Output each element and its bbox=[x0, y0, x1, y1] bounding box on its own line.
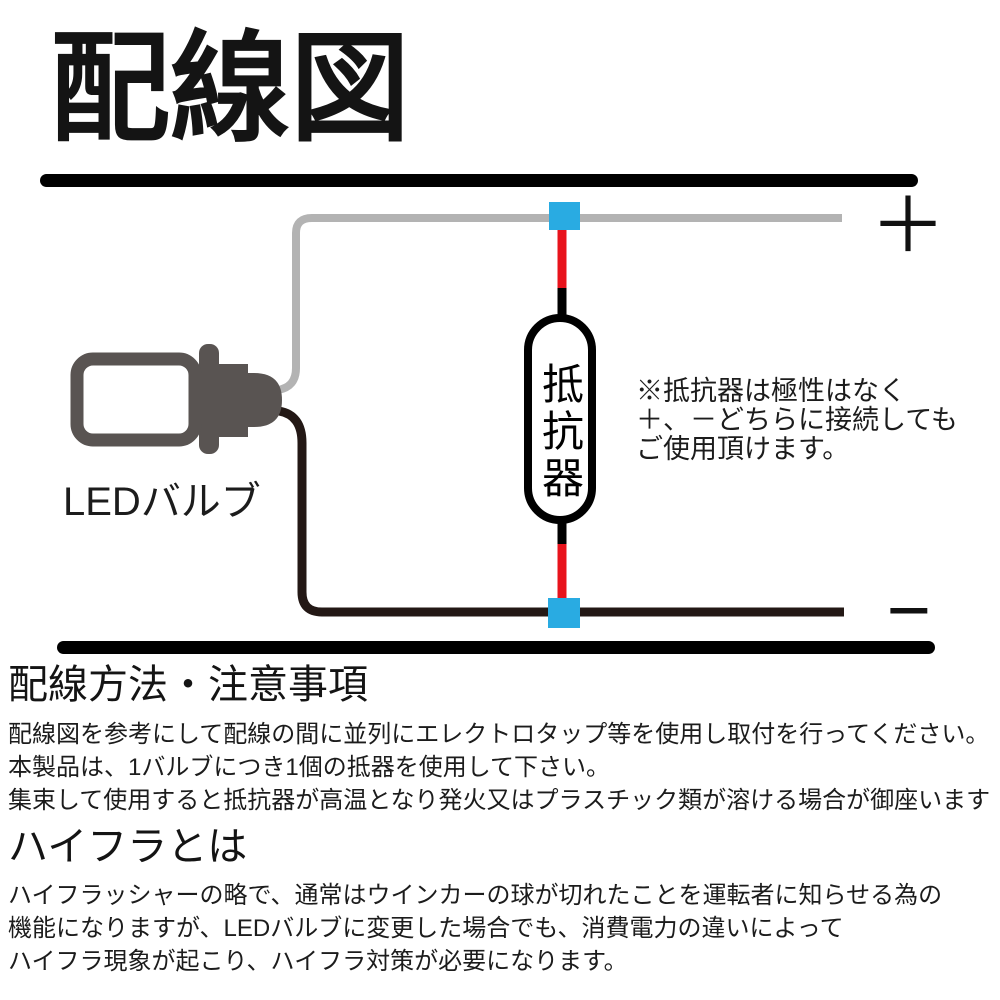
electro-tap-negative bbox=[548, 598, 580, 628]
resistor-label-text: 抵抗器 bbox=[536, 361, 584, 503]
section-heading-wiring-notes: 配線方法・注意事項 bbox=[8, 663, 368, 707]
resistor-label: 抵抗器 bbox=[528, 352, 592, 512]
diagram-bottom-border bbox=[57, 641, 935, 654]
led-bulb-label: LEDバルブ bbox=[63, 480, 261, 524]
section-heading-hi-flash: ハイフラとは bbox=[8, 825, 248, 869]
bulb-flange bbox=[199, 344, 219, 454]
bulb-connector-tip bbox=[240, 373, 282, 427]
plus-terminal-label: ＋ bbox=[870, 184, 946, 269]
electro-tap-positive bbox=[549, 202, 580, 230]
negative-wire bbox=[277, 406, 844, 617]
resistor-body bbox=[524, 314, 596, 524]
section-body-hi-flash: ハイフラッシャーの略で、通常はウインカーの球が切れたことを運転者に知らせる為の … bbox=[8, 882, 943, 975]
polarity-note: ※抵抗器は極性はなく ＋、－どちらに接続しても ご使用頂けます。 bbox=[636, 376, 958, 464]
minus-terminal-label: − bbox=[886, 568, 932, 653]
diagram-top-border bbox=[40, 174, 918, 187]
section-body-wiring-notes: 配線図を参考にして配線の間に並列にエレクトロタップ等を使用し取付を行ってください… bbox=[8, 721, 991, 814]
positive-wire bbox=[277, 214, 842, 394]
bulb-body bbox=[70, 352, 202, 447]
page-title: 配線図 bbox=[50, 22, 410, 156]
